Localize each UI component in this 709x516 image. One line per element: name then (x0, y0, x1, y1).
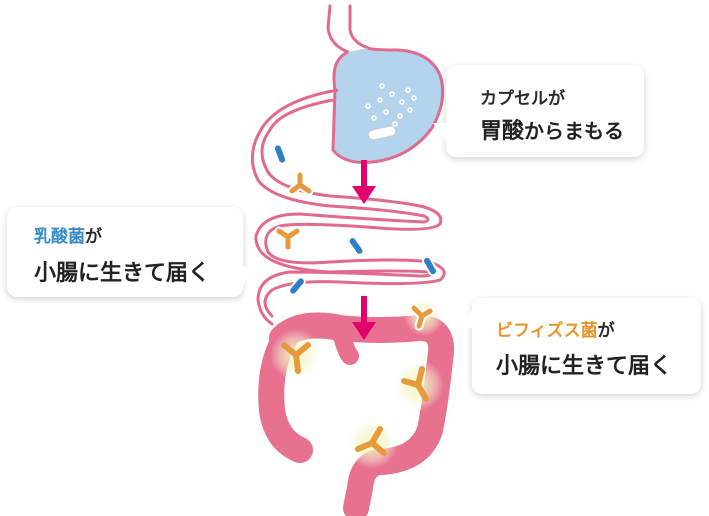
stomach (260, 46, 445, 164)
bifido-bacteria-group (274, 170, 435, 456)
bifido-bacterium (287, 170, 314, 196)
capsule-callout-rest: からまもる (524, 119, 625, 143)
lactic-bacteria-callout: 乳酸菌が 小腸に生きて届く (7, 207, 257, 297)
lactic-bacterium (422, 255, 438, 277)
lactic-callout-line1: 乳酸菌が (34, 222, 102, 247)
lactic-bacterium (288, 276, 306, 296)
capsule-callout-line2: 胃酸からまもる (480, 113, 624, 145)
lactic-callout-line2: 小腸に生きて届く (34, 261, 211, 286)
lactic-bacterium (347, 236, 365, 256)
lactic-callout-name: 乳酸菌 (34, 227, 85, 247)
callout-tail (458, 308, 473, 328)
bifido-bacterium (281, 342, 311, 374)
acid-bubbles (365, 83, 417, 127)
bifido-callout-particle: が (597, 321, 615, 341)
bifido-bacterium (401, 366, 429, 402)
bifido-callout-line2: 小腸に生きて届く (496, 354, 673, 379)
capsule-callout-line1: カプセルが (480, 89, 565, 109)
lactic-bacterium (272, 143, 288, 165)
callout-tail (242, 267, 257, 287)
arrow-down-2 (352, 296, 376, 340)
arrow-down-1 (352, 160, 376, 204)
callout-tail (433, 123, 447, 143)
bifido-bacterium (274, 226, 302, 252)
bifido-callout-line1: ビフィズス菌が (496, 316, 615, 341)
lactic-callout-particle: が (85, 227, 102, 247)
lactic-bacteria-group (272, 143, 438, 296)
capsule-icon (367, 125, 397, 141)
bifido-bacterium (409, 303, 435, 331)
bifido-bacteria-callout: ビフィズス菌が 小腸に生きて届く (458, 298, 701, 394)
bifido-bacterium (355, 426, 387, 456)
bifido-callout-name: ビフィズス菌 (496, 321, 598, 341)
capsule-callout-acid: 胃酸 (480, 119, 525, 144)
small-intestine (250, 126, 446, 326)
capsule-callout: カプセルが 胃酸からまもる (433, 65, 644, 157)
